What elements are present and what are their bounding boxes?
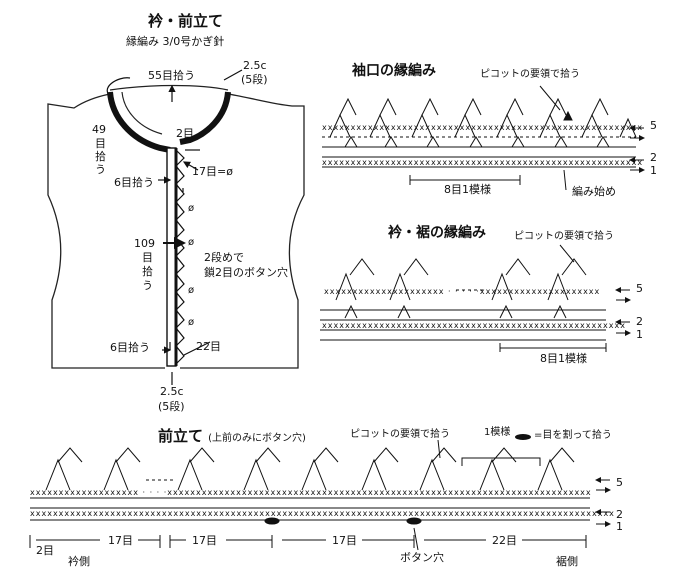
label-22-stitches: 22目 — [196, 340, 221, 353]
hem-side-label: 裾側 — [556, 555, 578, 568]
band-row-1: 1 — [616, 520, 623, 533]
rows-bottom-label: (5段) — [158, 400, 185, 413]
buttonhole-label: ボタン穴 — [400, 551, 444, 564]
split-stitch-symbol — [515, 434, 531, 440]
buttonhole-symbol: ø — [226, 165, 233, 178]
band-count-22: 22目 — [492, 534, 517, 547]
collar-side-label: 衿側 — [68, 555, 90, 568]
band-stitch-row-2: xxxxxxxxxxxxxxxxxxxxxxxxxxxxxxxxxxxxxxxx… — [30, 509, 615, 518]
front-band-title: 前立て — [158, 427, 204, 445]
cuff-stitch-row-2: xxxxxxxxxxxxxxxxxxxxxxxxxxxxxxxxxxxxxxxx… — [322, 158, 644, 167]
cuff-repeat: 8目1模様 — [444, 183, 491, 196]
hem-row-5: 5 — [636, 282, 643, 295]
center-pick-1: 109 — [134, 237, 155, 250]
buttonhole-mark-4: ø — [188, 317, 195, 328]
center-pick-3: 拾 — [142, 265, 153, 278]
band-row-2: 2 — [616, 508, 623, 521]
hem-picot-note: ピコットの要領で拾う — [514, 231, 614, 242]
hem-stitch-row-5: xxxxxxxxxxxxxxxxxxxxx · · · · ·xxxxxxxxx… — [324, 287, 601, 296]
band-count-17-c: 17目 — [332, 534, 357, 547]
band-legend: =目を割って拾う — [534, 430, 612, 441]
buttonhole-mark-3: ø — [188, 285, 195, 296]
side-pick-4: う — [95, 163, 106, 176]
band-repeat: 1模様 — [484, 427, 511, 438]
label-17-text: 17目= — [192, 165, 227, 178]
front-band-title-note: (上前のみにボタン穴) — [208, 433, 306, 444]
rows-top-label: (5段) — [241, 73, 268, 86]
band-row-5: 5 — [616, 476, 623, 489]
hem-row-2: 2 — [636, 315, 643, 328]
band-count-17-a: 17目 — [108, 534, 133, 547]
cuff-row-2: 2 — [650, 151, 657, 164]
front-band-chart — [29, 439, 611, 551]
collar-front-title: 衿・前立て — [148, 12, 224, 30]
buttonhole-mark-1: ø — [188, 203, 195, 214]
band-count-17-b: 17目 — [192, 534, 217, 547]
width-bottom-label: 2.5c — [160, 385, 184, 398]
width-top-label: 2.5c — [243, 59, 267, 72]
hem-title: 衿・裾の縁編み — [388, 225, 486, 241]
vest-arrows — [106, 69, 243, 385]
front-band-picot-edge — [175, 149, 185, 365]
cuff-chart — [322, 85, 645, 191]
front-band-heading: 前立て (上前のみにボタン穴) — [158, 428, 306, 444]
cuff-stitch-row-5: xxxxxxxxxxxxxxxxxxxxxxxxxxxxxxxxxxxxxxxx… — [322, 123, 644, 132]
bottom-pick-label: 6目拾う — [110, 341, 150, 354]
center-pick-4: う — [142, 279, 153, 292]
side-pick-2: 目 — [95, 137, 106, 150]
side-pick-1: 49 — [92, 123, 106, 136]
button-note-2: 鎖2目のボタン穴 — [204, 266, 288, 279]
collar-front-subtitle: 縁編み 3/0号かぎ針 — [126, 35, 225, 48]
cuff-row-5: 5 — [650, 119, 657, 132]
band-stitch-row-5: xxxxxxxxxxxxxxxxxxx · · · ·xxxxxxxxxxxxx… — [30, 488, 592, 497]
band-picot-note: ピコットの要領で拾う — [350, 429, 450, 440]
label-2-stitches: 2目 — [176, 127, 194, 140]
cuff-row-1: 1 — [650, 164, 657, 177]
label-17-stitches: 17目=ø — [192, 166, 233, 177]
buttonhole-mark-2: ø — [188, 237, 195, 248]
hem-row-1: 1 — [636, 328, 643, 341]
side-pick-3: 拾 — [95, 150, 106, 163]
center-pick-2: 目 — [142, 251, 153, 264]
neck-pick-label: 6目拾う — [114, 176, 154, 189]
hem-repeat: 8目1模様 — [540, 352, 587, 365]
band-count-2: 2目 — [36, 544, 54, 557]
pick-top-label: 55目拾う — [148, 69, 195, 82]
cuff-title: 袖口の縁編み — [352, 63, 436, 79]
hem-chart — [320, 244, 631, 352]
button-note-1: 2段めで — [204, 251, 244, 264]
cuff-picot-note: ピコットの要領で拾う — [480, 69, 580, 80]
hem-stitch-row-2: xxxxxxxxxxxxxxxxxxxxxxxxxxxxxxxxxxxxxxxx… — [322, 321, 626, 330]
cuff-start: 編み始め — [572, 185, 616, 198]
